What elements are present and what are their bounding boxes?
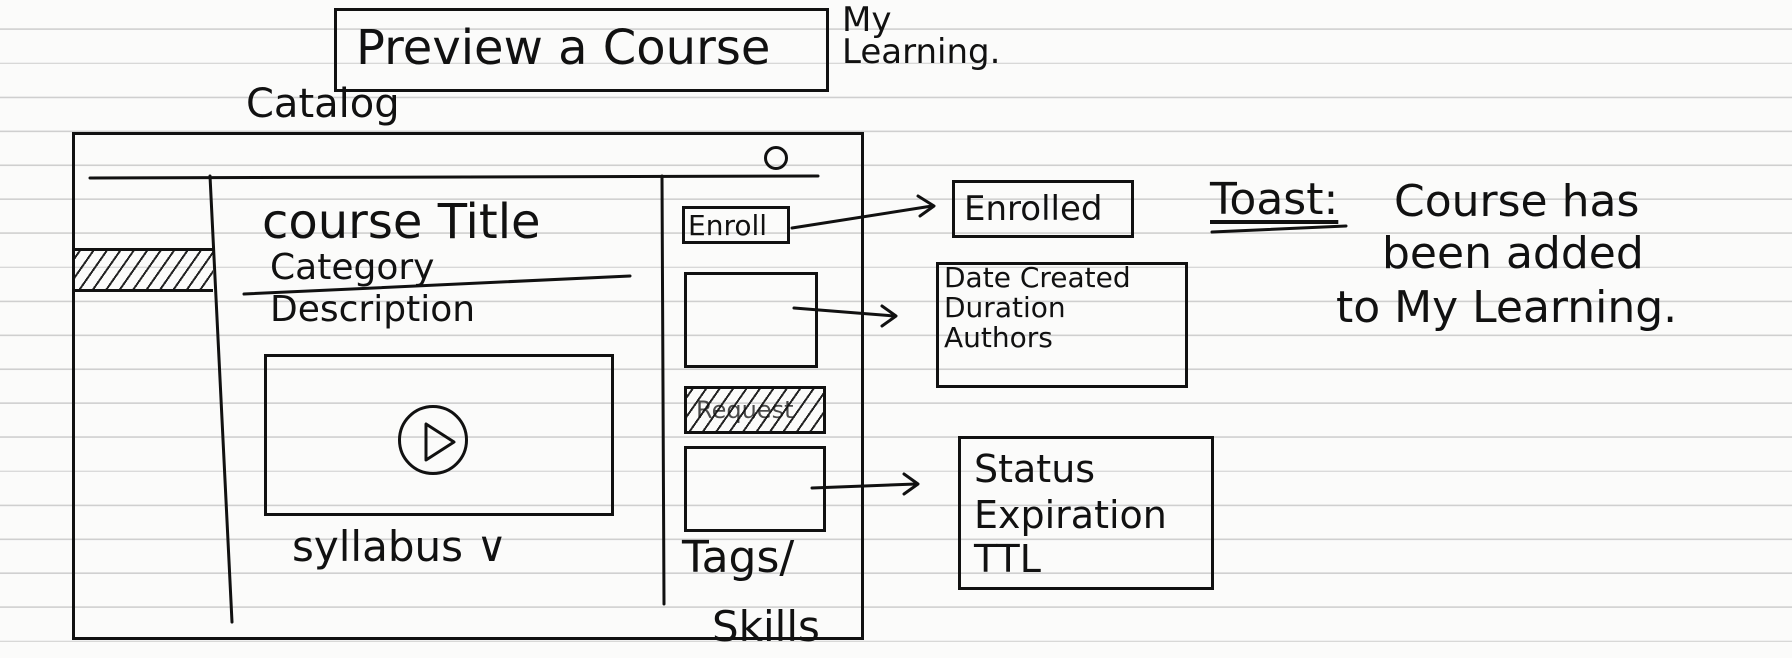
toast-prefix: Toast:: [1210, 174, 1339, 225]
my-learning-note: My Learning.: [842, 0, 1001, 73]
status-line-status: Status: [974, 447, 1096, 491]
page-title-box: [334, 8, 829, 92]
request-button-label: Request: [696, 396, 794, 424]
details-line-date-created: Date Created: [944, 261, 1131, 294]
tags-label: Tags/: [682, 532, 795, 583]
video-player[interactable]: [264, 354, 614, 516]
play-icon[interactable]: [398, 405, 468, 475]
request-button[interactable]: [684, 386, 826, 434]
category-link[interactable]: Category: [270, 247, 435, 288]
arrowhead-details: [880, 304, 898, 328]
arrowhead-status: [902, 472, 920, 496]
toast-message-line-1: Course has: [1394, 176, 1640, 227]
status-line-ttl: TTL: [974, 537, 1041, 581]
arrowhead-enroll: [916, 194, 936, 218]
skills-label: Skills: [712, 602, 820, 651]
status-annotation-box: [958, 436, 1214, 590]
window-header-divider: [88, 174, 820, 180]
enrolled-state-box: [952, 180, 1134, 238]
status-line-expiration: Expiration: [974, 493, 1167, 537]
enrolled-state-label: Enrolled: [964, 189, 1103, 229]
course-preview-window: [72, 132, 864, 640]
arrow-enroll-to-enrolled: [790, 204, 934, 230]
catalog-label: Catalog: [246, 81, 400, 127]
play-triangle: [424, 422, 456, 462]
details-annotation-box: [936, 262, 1188, 388]
enroll-button[interactable]: [682, 206, 790, 244]
toast-underline: [1210, 224, 1348, 234]
close-icon[interactable]: [764, 146, 788, 170]
toast-message-line-3: to My Learning.: [1336, 282, 1678, 333]
details-panel: [684, 272, 818, 368]
description: Description: [270, 289, 476, 330]
arrow-details-to-annotation: [792, 306, 896, 318]
enroll-button-label: Enroll: [688, 209, 768, 242]
details-line-authors: Authors: [944, 321, 1053, 354]
syllabus-toggle[interactable]: syllabus ∨: [292, 522, 508, 571]
arrow-status-to-annotation: [810, 482, 918, 490]
category-divider: [242, 274, 632, 296]
toast-message-line-2: been added: [1382, 228, 1644, 279]
course-title: course Title: [262, 194, 541, 250]
page-title: Preview a Course: [356, 20, 771, 76]
details-line-duration: Duration: [944, 291, 1066, 324]
left-nav-selected-item[interactable]: [75, 248, 213, 292]
right-sidebar-divider: [660, 174, 666, 606]
left-nav-divider: [208, 174, 234, 624]
